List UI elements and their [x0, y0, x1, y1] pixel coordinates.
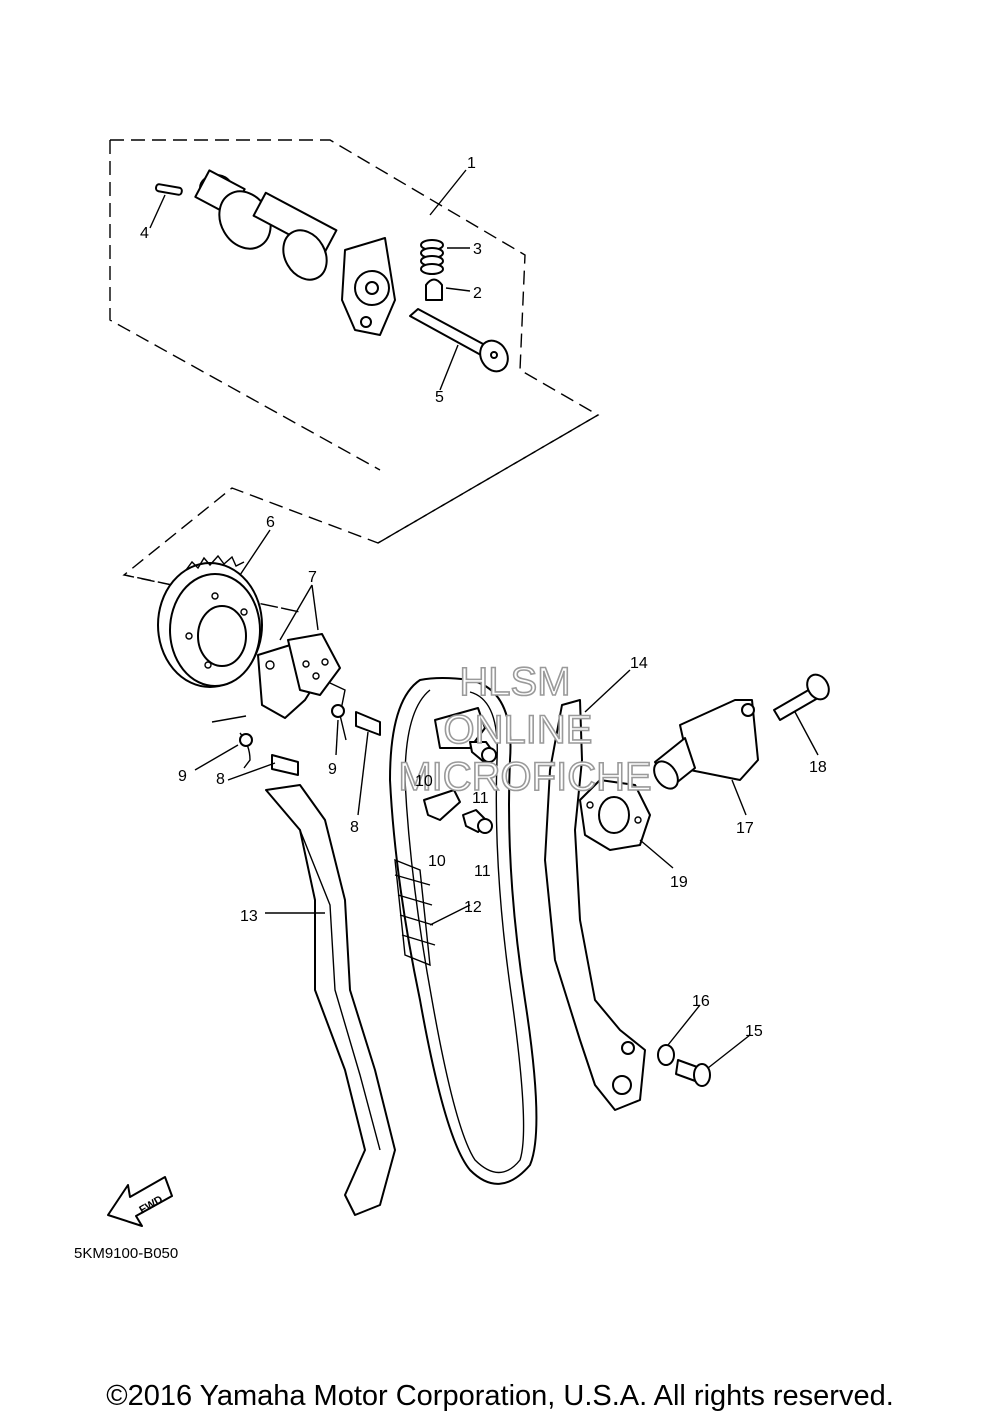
- guide-bolt: [675, 1059, 711, 1087]
- callout-10-lower: 10: [428, 853, 446, 870]
- callout-9-right: 9: [328, 761, 337, 778]
- callouts: 1 2 3 4 5 6 7 8 8 9 9 10 10 11 11 12 13 …: [140, 155, 827, 1040]
- callout-16: 16: [692, 993, 710, 1010]
- callout-3: 3: [473, 241, 482, 258]
- callout-7: 7: [308, 569, 317, 586]
- callout-8-right: 8: [350, 819, 359, 836]
- chain-guide-right: [544, 699, 646, 1111]
- fwd-arrow-icon: FWD: [107, 1176, 173, 1227]
- guide-stopper-upper: [434, 707, 486, 749]
- cam-chain: [389, 677, 538, 1185]
- callout-2: 2: [473, 285, 482, 302]
- guide-stopper-lower: [423, 789, 461, 821]
- callout-9-left: 9: [178, 768, 187, 785]
- leader-lines: [149, 169, 819, 1069]
- bolt-left: [271, 754, 299, 776]
- callout-14: 14: [630, 655, 648, 672]
- decompressor-pin: [425, 278, 443, 301]
- spring-right: [329, 682, 347, 741]
- watermark-line2: ONLINE: [444, 708, 593, 752]
- callout-11-lower: 11: [474, 863, 491, 880]
- dowel-pin: [154, 183, 183, 196]
- callout-18: 18: [809, 759, 827, 776]
- watermark-line3: MICROFICHE: [398, 755, 651, 799]
- callout-4: 4: [140, 225, 149, 242]
- callout-10-upper: 10: [415, 773, 433, 790]
- copyright-notice: ©2016 Yamaha Motor Corporation, U.S.A. A…: [106, 1380, 894, 1412]
- chain-links: [394, 858, 436, 967]
- diagram-code: 5KM9100-B050: [74, 1245, 178, 1262]
- washer: [657, 1044, 675, 1066]
- camshaft: [194, 169, 396, 336]
- callout-8-left: 8: [216, 771, 225, 788]
- callout-5: 5: [435, 389, 444, 406]
- callout-6: 6: [266, 514, 275, 531]
- callout-19: 19: [670, 874, 688, 891]
- cam-sprocket: [157, 554, 263, 688]
- spring: [420, 239, 444, 275]
- callout-13: 13: [240, 908, 258, 925]
- assembly-outline-edge: [377, 414, 599, 544]
- chain-guide-left: [265, 784, 396, 1216]
- bolt-right: [355, 711, 381, 736]
- callout-11-upper: 11: [472, 790, 489, 807]
- callout-1: 1: [467, 155, 476, 172]
- watermark: HLSM ONLINE MICROFICHE: [398, 659, 653, 800]
- chain-tensioner: [653, 699, 759, 790]
- tensioner-bolt: [773, 673, 830, 721]
- watermark-line1: HLSM: [459, 660, 570, 704]
- decompressor-shaft: [409, 308, 509, 373]
- bolts-11: [462, 741, 497, 834]
- callout-17: 17: [736, 820, 754, 837]
- decompressor-plates: [257, 633, 341, 719]
- callout-15: 15: [745, 1023, 763, 1040]
- callout-12: 12: [464, 899, 482, 916]
- camshaft-assembly-outline: [109, 139, 600, 613]
- tensioner-gasket: [579, 779, 651, 851]
